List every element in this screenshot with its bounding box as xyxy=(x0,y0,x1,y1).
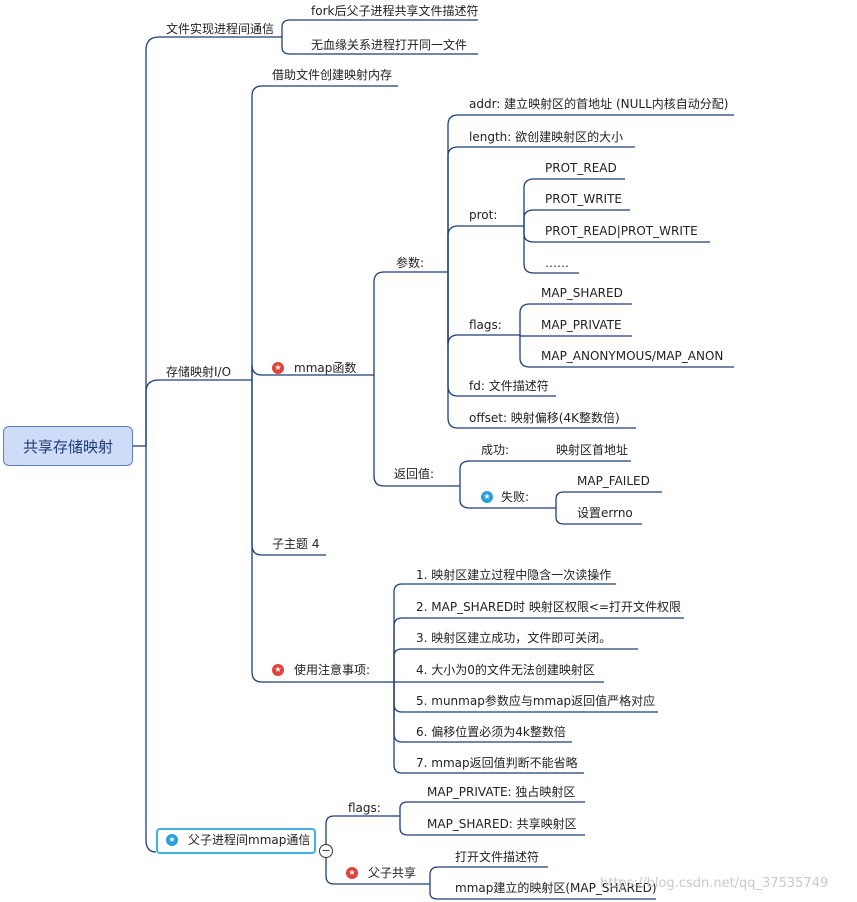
topic-pc-mmap-region[interactable]: mmap建立的映射区(MAP_SHARED) xyxy=(455,881,657,895)
topic-prot[interactable]: prot: xyxy=(469,208,498,222)
topic-map-anonymous[interactable]: MAP_ANONYMOUS/MAP_ANON xyxy=(541,349,724,363)
topic-file-ipc[interactable]: 文件实现进程间通信 xyxy=(166,22,275,36)
note-item-2[interactable]: 2. MAP_SHARED时 映射区权限<=打开文件权限 xyxy=(416,600,681,614)
topic-flags[interactable]: flags: xyxy=(469,318,502,332)
topic-notes[interactable]: 使用注意事项: xyxy=(294,663,371,677)
topic-map-shared[interactable]: MAP_SHARED xyxy=(541,286,623,300)
watermark: https://blog.csdn.net/qq_37535749 xyxy=(600,876,829,891)
topic-fd[interactable]: fd: 文件描述符 xyxy=(469,379,549,393)
topic-map-failed[interactable]: MAP_FAILED xyxy=(577,474,650,488)
note-item-3[interactable]: 3. 映射区建立成功，文件即可关闭。 xyxy=(416,631,612,645)
topic-success-value[interactable]: 映射区首地址 xyxy=(556,443,629,457)
star-icon: ★ xyxy=(272,362,284,374)
topic-fork-shared-fd[interactable]: fork后父子进程共享文件描述符 xyxy=(311,4,479,18)
topic-success[interactable]: 成功: xyxy=(481,443,510,457)
topic-length[interactable]: length: 欲创建映射区的大小 xyxy=(469,130,624,144)
topic-prot-read-write[interactable]: PROT_READ|PROT_WRITE xyxy=(545,224,698,238)
selected-topic-frame[interactable] xyxy=(156,828,316,854)
collapse-toggle-icon[interactable]: − xyxy=(319,844,333,858)
topic-fail[interactable]: 失败: xyxy=(501,490,530,504)
topic-pc-open-fd[interactable]: 打开文件描述符 xyxy=(455,850,540,864)
topic-prot-read[interactable]: PROT_READ xyxy=(545,161,617,175)
topic-mmap-function[interactable]: mmap函数 xyxy=(294,361,357,375)
topic-addr[interactable]: addr: 建立映射区的首地址 (NULL内核自动分配) xyxy=(469,97,729,111)
root-topic[interactable]: 共享存储映射 xyxy=(3,426,133,466)
topic-mmio[interactable]: 存储映射I/O xyxy=(166,365,232,379)
note-item-6[interactable]: 6. 偏移位置必须为4k整数倍 xyxy=(416,725,566,739)
topic-subtopic-4[interactable]: 子主题 4 xyxy=(272,537,320,551)
topic-mmio-intro[interactable]: 借助文件创建映射内存 xyxy=(272,68,393,82)
star-icon: ★ xyxy=(346,867,358,879)
topic-pc-flags[interactable]: flags: xyxy=(348,801,381,815)
note-item-4[interactable]: 4. 大小为0的文件无法创建映射区 xyxy=(416,663,595,677)
star-icon: ★ xyxy=(272,664,284,676)
topic-map-private[interactable]: MAP_PRIVATE xyxy=(541,318,622,332)
note-item-1[interactable]: 1. 映射区建立过程中隐含一次读操作 xyxy=(416,568,612,582)
topic-params[interactable]: 参数: xyxy=(396,256,425,270)
topic-pc-map-private[interactable]: MAP_PRIVATE: 独占映射区 xyxy=(427,785,576,799)
star-icon: ★ xyxy=(166,834,178,846)
topic-pc-share[interactable]: 父子共享 xyxy=(368,866,417,880)
topic-offset[interactable]: offset: 映射偏移(4K整数倍) xyxy=(469,411,620,425)
note-item-5[interactable]: 5. munmap参数应与mmap返回值严格对应 xyxy=(416,694,656,708)
topic-parent-child-mmap[interactable]: 父子进程间mmap通信 xyxy=(188,833,311,847)
topic-set-errno[interactable]: 设置errno xyxy=(577,506,633,520)
star-icon: ★ xyxy=(481,491,493,503)
topic-unrelated-process[interactable]: 无血缘关系进程打开同一文件 xyxy=(311,38,468,52)
note-item-7[interactable]: 7. mmap返回值判断不能省略 xyxy=(416,756,578,770)
topic-return[interactable]: 返回值: xyxy=(394,467,435,481)
topic-pc-map-shared[interactable]: MAP_SHARED: 共享映射区 xyxy=(427,817,577,831)
topic-prot-write[interactable]: PROT_WRITE xyxy=(545,192,623,206)
topic-prot-more[interactable]: …… xyxy=(545,256,569,270)
